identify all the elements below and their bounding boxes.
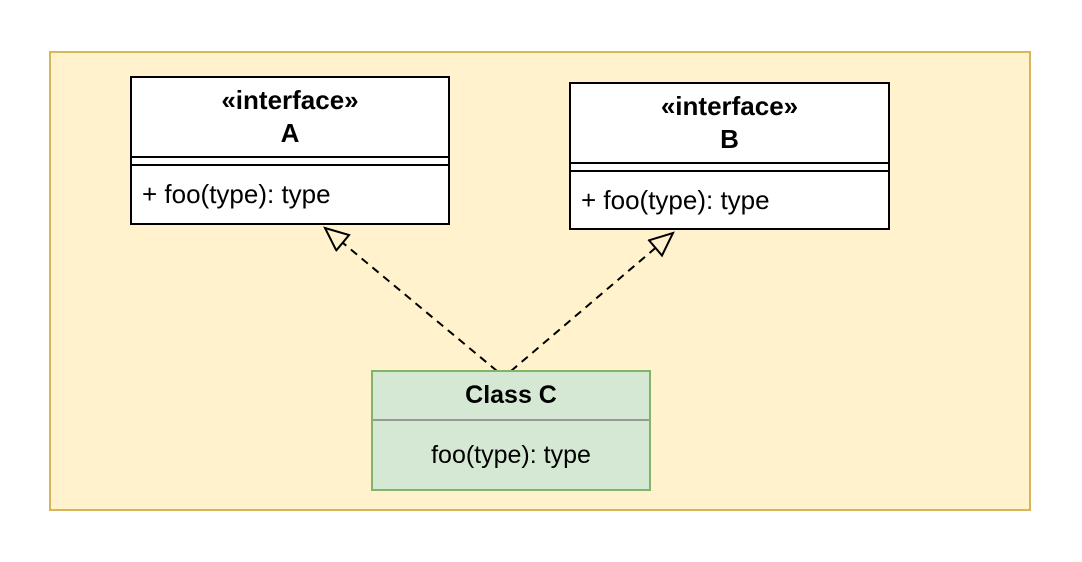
class-c-methods-compartment: foo(type): type — [373, 421, 649, 489]
interface-b-header: «interface» B — [571, 84, 888, 164]
interface-a-methods-compartment: + foo(type): type — [132, 166, 448, 223]
interface-b-method: + foo(type): type — [581, 184, 770, 215]
realization-edge-c-to-b[interactable] — [510, 233, 673, 372]
interface-a-stereotype: «interface» — [221, 85, 359, 115]
interface-b-divider — [571, 164, 888, 172]
interface-a-divider — [132, 158, 448, 166]
interface-a-name: A — [280, 118, 300, 148]
class-c-method: foo(type): type — [431, 440, 591, 469]
class-c-name: Class C — [465, 381, 557, 409]
interface-a-method: + foo(type): type — [142, 179, 331, 209]
interface-b-methods-compartment: + foo(type): type — [571, 172, 888, 228]
class-c-header: Class C — [373, 372, 649, 421]
interface-b-stereotype: «interface» — [660, 91, 799, 121]
interface-a-header: «interface» A — [132, 78, 448, 158]
interface-a-node[interactable]: «interface» A + foo(type): type — [130, 76, 450, 225]
interface-b-name: B — [720, 124, 739, 154]
interface-b-node[interactable]: «interface» B + foo(type): type — [569, 82, 890, 230]
class-c-node[interactable]: Class C foo(type): type — [371, 370, 651, 491]
realization-edge-c-to-a[interactable] — [325, 228, 498, 372]
